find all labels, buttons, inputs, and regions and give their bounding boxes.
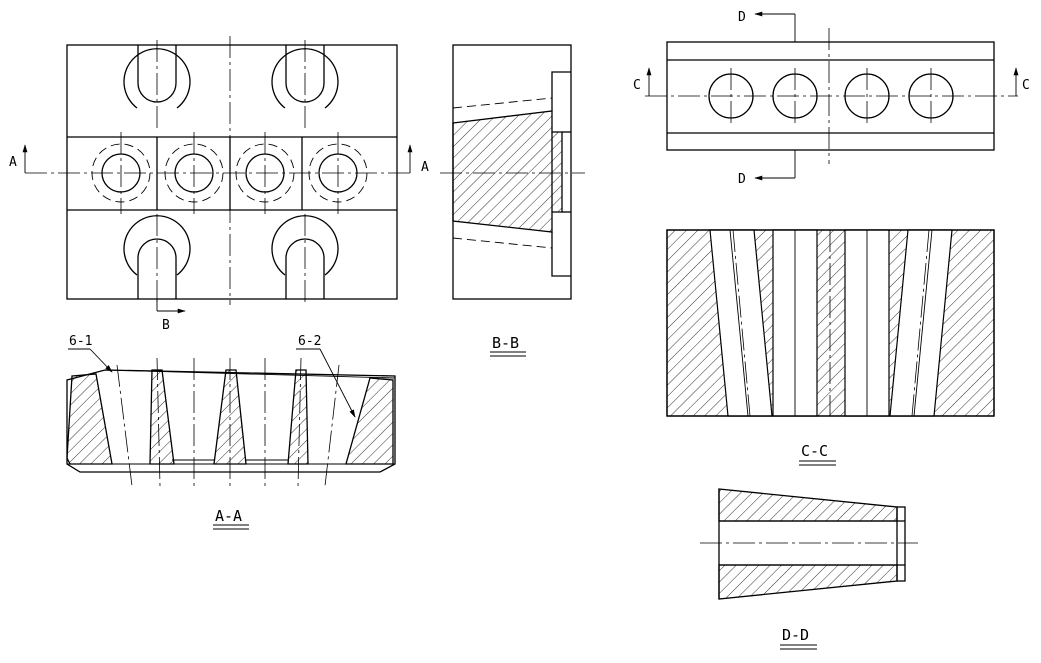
plan-top-slots [123, 45, 339, 109]
dd-hatch-bottom [718, 564, 898, 600]
label-b: B [162, 318, 170, 333]
label-d-top: D [738, 10, 746, 25]
plan-outline [66, 44, 398, 300]
label-c-right: C [1022, 78, 1030, 93]
section-mark-b: B [156, 299, 186, 333]
top-right-view: D D C C [633, 10, 1030, 187]
title-cc: C-C [801, 442, 828, 460]
dd-end-flange [896, 506, 906, 582]
plan-holes [91, 137, 368, 210]
label-d-bottom: D [738, 172, 746, 187]
label-a-right: A [421, 160, 429, 175]
aa-centerlines [116, 357, 340, 487]
plan-view: A A B [9, 36, 429, 333]
dd-hatch-top [718, 488, 898, 522]
bb-hatched-core [452, 110, 563, 233]
label-c-left: C [633, 78, 641, 93]
aa-hatch-1 [149, 369, 175, 465]
section-aa: 6-1 6-2 A-A [66, 334, 396, 530]
aa-hatch-right [345, 377, 394, 465]
section-bb: B-B [440, 44, 585, 357]
section-dd: D-D [700, 488, 918, 650]
label-a-left: A [9, 155, 17, 170]
cc-centerlines [732, 229, 930, 417]
title-bb: B-B [492, 334, 519, 352]
section-cc: C-C [666, 229, 995, 466]
title-dd: D-D [782, 626, 809, 644]
tr-centerlines [645, 28, 1018, 164]
label-6-2: 6-2 [298, 334, 321, 349]
section-mark-a-left: A [9, 144, 28, 173]
title-aa: A-A [215, 507, 242, 525]
aa-hatch-3 [287, 369, 309, 465]
plan-bottom-slots [123, 215, 339, 299]
plan-centerlines [25, 36, 410, 305]
aa-hatch-left [66, 373, 113, 465]
label-6-1: 6-1 [69, 334, 92, 349]
section-mark-a-right: A [407, 144, 429, 175]
